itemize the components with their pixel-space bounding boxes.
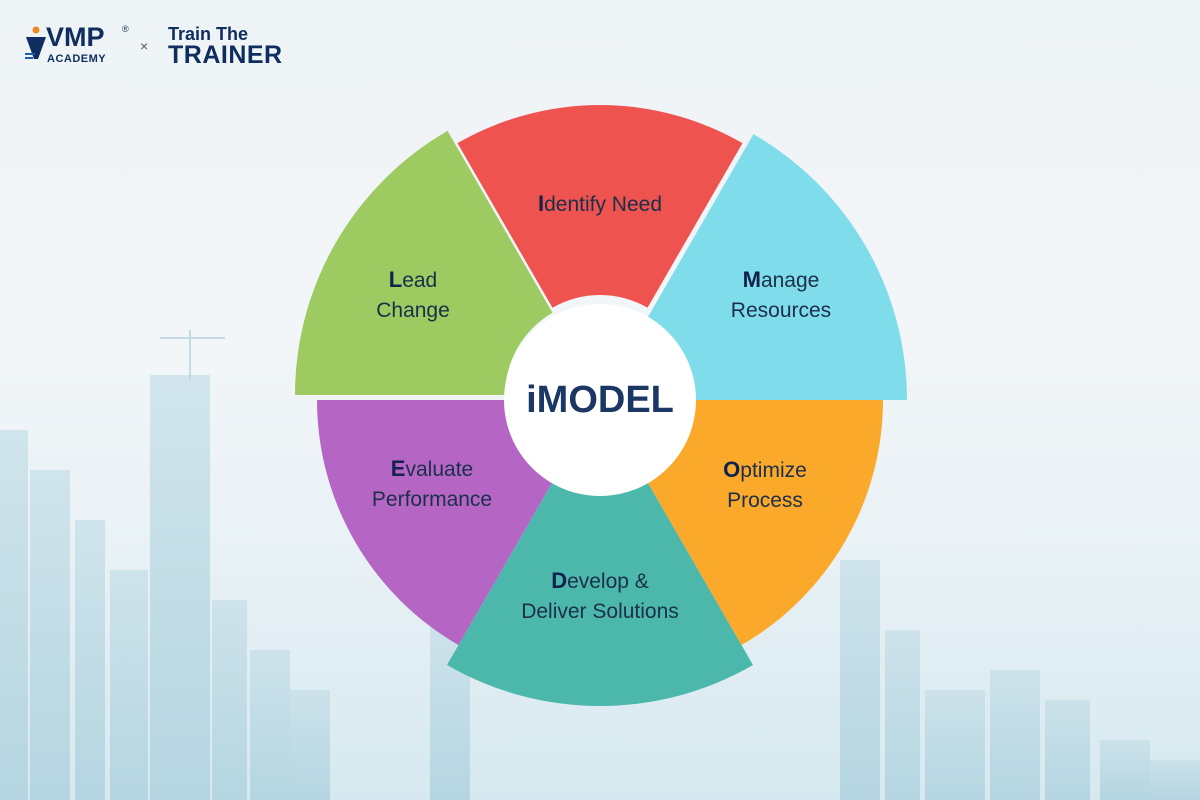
vmp-academy-logo: VMP ® ACADEMY <box>24 22 144 72</box>
segment-develop <box>447 482 753 706</box>
segment-identify <box>457 104 743 308</box>
segment-evaluate <box>317 400 553 646</box>
center-circle <box>504 304 696 496</box>
registered-mark: ® <box>122 24 129 34</box>
segment-label-identify: Identify Need <box>538 191 662 216</box>
segment-manage <box>647 134 907 401</box>
segment-initial-lead: L <box>389 267 402 292</box>
academy-text: ACADEMY <box>47 53 107 65</box>
train-the-trainer-logo: Train The TRAINER <box>168 24 288 72</box>
vmp-brand-text: VMP <box>46 22 105 52</box>
center-label-imodel: iMODEL <box>526 379 674 421</box>
segment-initial-identify: I <box>538 191 544 216</box>
segment-initial-develop: D <box>551 568 567 593</box>
segment-optimize <box>647 400 883 646</box>
segment-label-develop: Develop &Deliver Solutions <box>521 568 679 623</box>
segment-initial-manage: M <box>743 267 761 292</box>
segment-initial-evaluate: E <box>391 456 406 481</box>
logo-separator: × <box>140 38 149 54</box>
segment-initial-optimize: O <box>723 457 740 482</box>
train-the-text: Train The <box>168 24 249 44</box>
segment-lead <box>295 130 553 396</box>
trainer-text: TRAINER <box>168 41 283 69</box>
wheel-segments <box>295 104 907 706</box>
vmp-academy-icon <box>25 26 46 59</box>
